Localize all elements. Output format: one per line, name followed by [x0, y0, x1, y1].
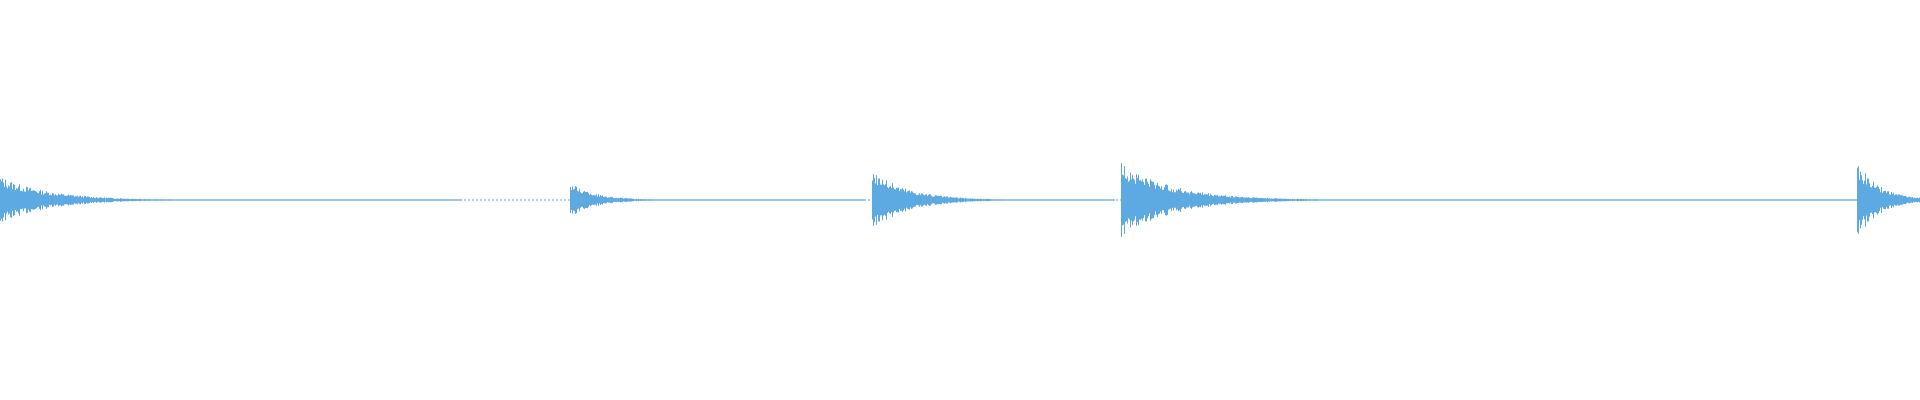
waveform-bursts: [0, 163, 1920, 237]
waveform-burst: [1857, 166, 1920, 234]
waveform-burst: [570, 186, 865, 214]
waveform-burst: [872, 174, 1115, 226]
waveform-burst: [1121, 163, 1858, 237]
waveform-burst: [0, 178, 462, 222]
